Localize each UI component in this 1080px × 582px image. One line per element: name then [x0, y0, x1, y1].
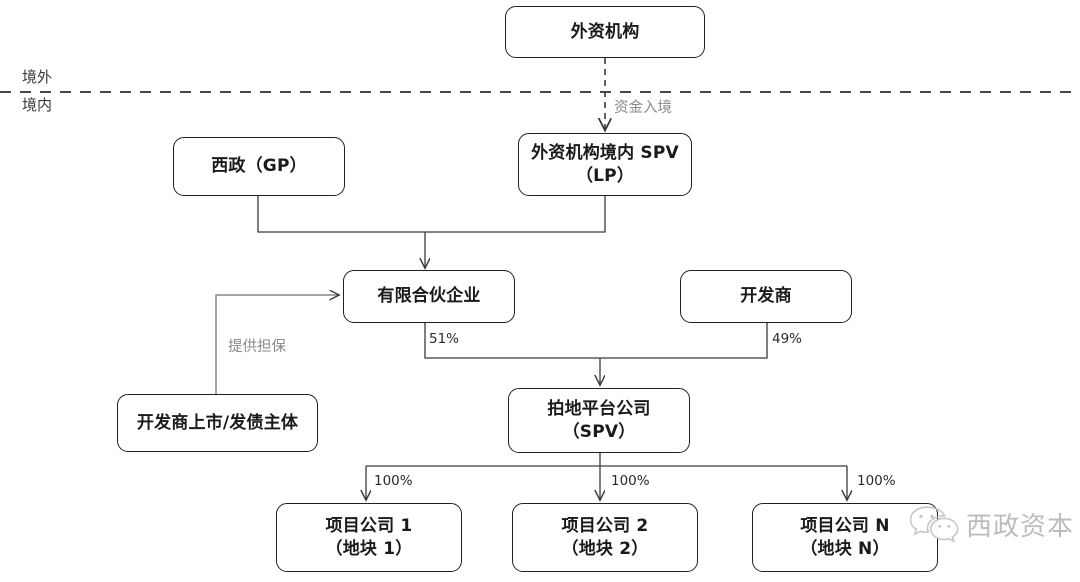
- node-label-line1: 外资机构境内 SPV: [531, 143, 679, 164]
- edge-label-51-percent: 51%: [429, 331, 460, 347]
- node-label-line1: 项目公司 2: [561, 516, 649, 537]
- node-label-line2: （地块 2）: [561, 538, 649, 559]
- node-project-company-2[interactable]: 项目公司 2 （地块 2）: [512, 503, 698, 572]
- node-limited-partnership[interactable]: 有限合伙企业: [343, 270, 515, 323]
- edge-spv-to-lp-partnership: [425, 196, 606, 233]
- edge-label-49-percent: 49%: [772, 331, 803, 347]
- watermark-text: 西政资本: [966, 511, 1075, 542]
- edge-label-100-percent-project-n: 100%: [857, 473, 896, 489]
- wechat-icon: [909, 506, 959, 543]
- node-label-line2: （SPV）: [562, 421, 636, 442]
- offshore-region-label: 境外: [22, 68, 53, 86]
- onshore-region-label: 境内: [22, 96, 53, 114]
- node-xizheng-gp[interactable]: 西政（GP）: [173, 137, 345, 196]
- edge-49-percent: [600, 323, 768, 359]
- node-project-company-n[interactable]: 项目公司 N （地块 N）: [752, 503, 938, 572]
- edge-label-capital-inflow: 资金入境: [614, 100, 672, 116]
- node-label-line1: 西政（GP）: [211, 156, 307, 177]
- node-label-line1: 开发商: [740, 286, 792, 307]
- node-label-line1: 拍地平台公司: [547, 399, 651, 420]
- edge-gp-to-lp-partnership: [257, 196, 425, 233]
- node-developer-listed-bond-entity[interactable]: 开发商上市/发债主体: [117, 394, 318, 452]
- node-label-line1: 项目公司 1: [325, 516, 413, 537]
- node-onshore-spv-lp[interactable]: 外资机构境内 SPV （LP）: [518, 133, 692, 196]
- watermark: 西政资本: [908, 504, 1074, 544]
- node-land-platform-spv[interactable]: 拍地平台公司 （SPV）: [508, 388, 690, 453]
- node-foreign-institution[interactable]: 外资机构: [505, 6, 705, 58]
- node-label-line1: 开发商上市/发债主体: [136, 412, 299, 433]
- node-developer[interactable]: 开发商: [680, 270, 852, 323]
- node-project-company-1[interactable]: 项目公司 1 （地块 1）: [276, 503, 462, 572]
- edge-label-provide-guarantee: 提供担保: [228, 339, 286, 355]
- node-label-line2: （LP）: [575, 165, 635, 186]
- edge-label-100-percent-project-1: 100%: [374, 473, 413, 489]
- node-label-line1: 外资机构: [570, 21, 640, 42]
- node-label-line1: 项目公司 N: [800, 516, 890, 537]
- node-label-line2: （地块 N）: [800, 538, 890, 559]
- node-label-line2: （地块 1）: [325, 538, 413, 559]
- edge-label-100-percent-project-2: 100%: [611, 473, 650, 489]
- node-label-line1: 有限合伙企业: [377, 286, 481, 307]
